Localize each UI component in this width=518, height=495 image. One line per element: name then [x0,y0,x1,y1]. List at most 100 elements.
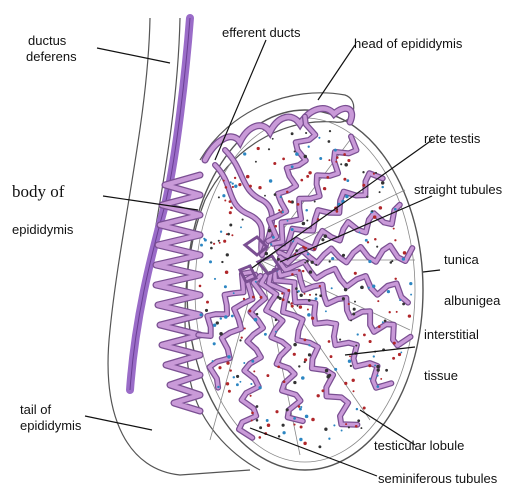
interstitial-cell-dot [266,374,269,377]
interstitial-cell-dot [291,302,293,304]
label-tunica: tunica [444,252,479,267]
interstitial-cell-dot [275,410,278,413]
interstitial-cell-dot [282,424,285,427]
interstitial-cell-dot [362,184,365,187]
interstitial-cell-dot [269,179,272,182]
interstitial-cell-dot [315,294,317,296]
interstitial-cell-dot [335,161,337,163]
interstitial-cell-dot [328,140,331,143]
interstitial-cell-dot [216,321,219,324]
interstitial-cell-dot [224,285,227,288]
interstitial-cell-dot [267,423,271,427]
interstitial-cell-dot [223,180,225,182]
interstitial-cell-dot [223,240,226,243]
interstitial-cell-dot [313,248,316,251]
interstitial-cell-dot [270,243,272,245]
interstitial-cell-dot [242,219,244,221]
interstitial-cell-dot [274,225,277,228]
label-efferent-ducts: efferent ducts [222,25,301,40]
interstitial-cell-dot [410,294,412,296]
interstitial-cell-dot [217,386,219,388]
interstitial-cell-dot [333,424,335,426]
interstitial-cell-dot [250,395,252,397]
interstitial-cell-dot [309,270,312,273]
interstitial-cell-dot [203,238,205,240]
interstitial-cell-dot [246,175,250,179]
interstitial-cell-dot [377,300,379,302]
interstitial-cell-dot [368,287,370,289]
efferent-ducts [215,150,272,255]
interstitial-cell-dot [297,203,300,206]
interstitial-cell-dot [214,278,216,280]
interstitial-cell-dot [325,310,327,312]
interstitial-cell-dot [353,390,355,392]
interstitial-cell-dot [394,278,396,280]
interstitial-cell-dot [400,351,402,353]
interstitial-cell-dot [329,260,331,262]
label-body-epididymis: epididymis [12,222,73,237]
interstitial-cell-dot [265,252,268,255]
interstitial-cell-dot [380,378,382,380]
interstitial-cell-dot [325,369,328,372]
leader-tunica [423,270,440,272]
interstitial-cell-dot [258,186,261,189]
label-tail-epididymis: epididymis [20,418,81,433]
interstitial-cell-dot [219,332,223,336]
interstitial-cell-dot [293,353,296,356]
label-albunigea: albunigea [444,293,500,308]
interstitial-cell-dot [282,431,285,434]
interstitial-cell-dot [222,194,225,197]
interstitial-cell-dot [402,257,405,260]
interstitial-cell-dot [328,159,330,161]
interstitial-cell-dot [371,210,373,212]
interstitial-cell-dot [251,412,254,415]
interstitial-cell-dot [229,224,232,227]
interstitial-cell-dot [304,155,307,158]
interstitial-cell-dot [281,292,283,294]
interstitial-cell-dot [359,231,361,233]
interstitial-cell-dot [253,370,255,372]
interstitial-cell-dot [354,301,356,303]
interstitial-cell-dot [319,157,322,160]
interstitial-cell-dot [243,152,246,155]
interstitial-cell-dot [305,415,309,419]
interstitial-cell-dot [345,423,347,425]
interstitial-cell-dot [324,188,326,190]
interstitial-cell-dot [260,296,263,299]
interstitial-cell-dot [298,405,301,408]
interstitial-cell-dot [224,315,228,319]
interstitial-cell-dot [294,151,296,153]
interstitial-cell-dot [376,365,379,368]
interstitial-cell-dot [308,146,310,148]
interstitial-cell-dot [244,327,246,329]
interstitial-cell-dot [304,293,306,295]
interstitial-cell-dot [291,165,294,168]
interstitial-cell-dot [287,289,290,292]
interstitial-cell-dot [376,385,379,388]
interstitial-cell-dot [243,298,245,300]
interstitial-cell-dot [299,408,302,411]
interstitial-cell-dot [308,353,311,356]
interstitial-cell-dot [272,138,274,140]
interstitial-cell-dot [205,309,208,312]
interstitial-cell-dot [321,389,324,392]
interstitial-cell-dot [200,313,203,316]
interstitial-cell-dot [227,355,231,359]
interstitial-cell-dot [379,191,381,193]
interstitial-cell-dot [298,290,300,292]
interstitial-cell-dot [369,340,372,343]
label-testicular-lobule: testicular lobule [374,438,464,453]
interstitial-cell-dot [308,344,310,346]
interstitial-cell-dot [314,201,316,203]
interstitial-cell-dot [353,308,356,311]
interstitial-cell-dot [348,359,351,362]
interstitial-cell-dot [381,181,384,184]
interstitial-cell-dot [318,137,320,139]
interstitial-cell-dot [331,287,333,289]
interstitial-cell-dot [344,382,347,385]
interstitial-cell-dot [391,260,393,262]
interstitial-cell-dot [226,382,229,385]
interstitial-cell-dot [311,261,314,264]
interstitial-cell-dot [324,428,327,431]
